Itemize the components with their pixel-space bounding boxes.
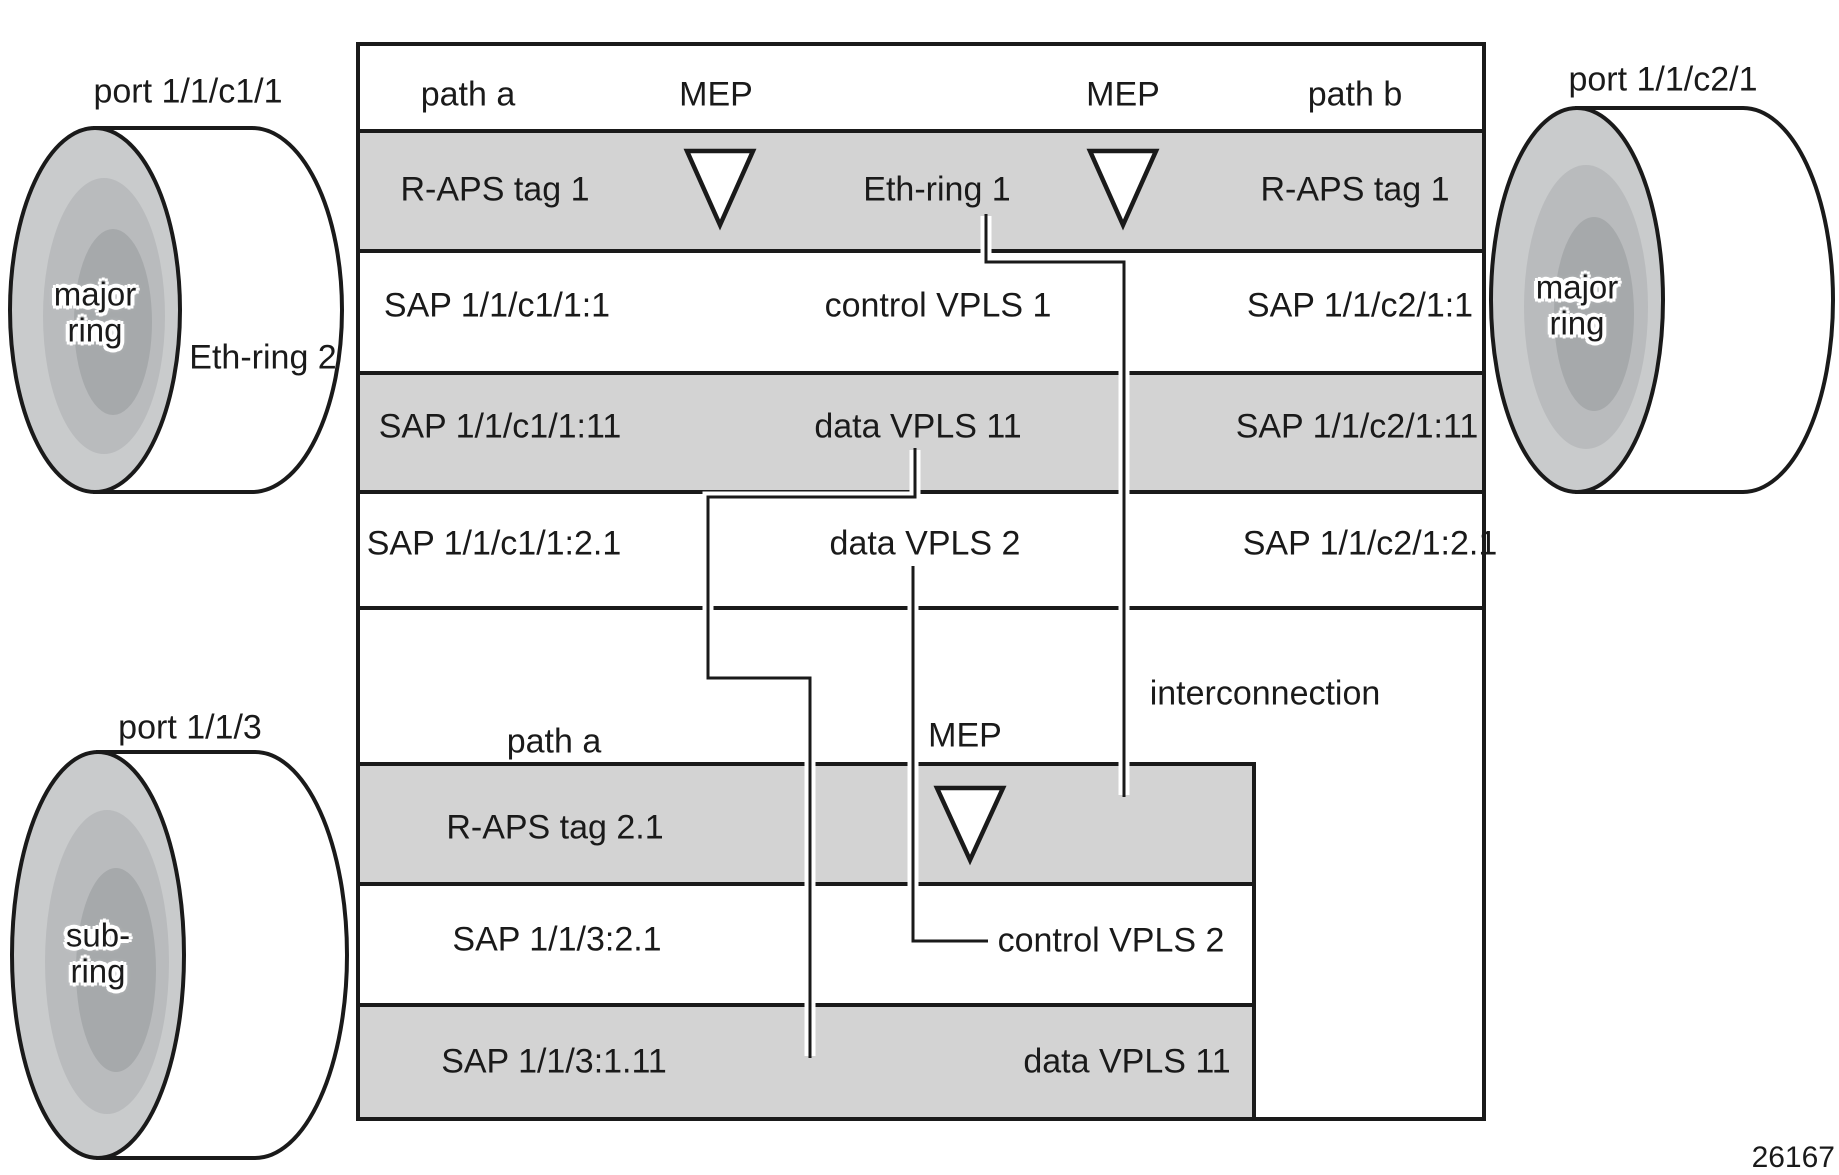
mep-triangle-icon: [683, 148, 757, 231]
raps-tag21-label: R-APS tag 2.1: [446, 808, 664, 847]
raps-tag1-left-label: R-APS tag 1: [400, 170, 590, 209]
control-vpls1-label: control VPLS 1: [824, 286, 1052, 325]
sap-c1-21-label: SAP 1/1/c1/1:2.1: [366, 524, 622, 563]
control-vpls2-label: control VPLS 2: [997, 921, 1225, 960]
major-ring-label-left: major ring: [53, 275, 137, 348]
ethring1-interconnection-wire: [984, 214, 1126, 797]
sub-header-mep: MEP: [928, 716, 1002, 755]
sap-c1-1-label: SAP 1/1/c1/1:1: [383, 286, 611, 325]
sub-header-path-a: path a: [506, 722, 602, 761]
sub-ring-label: sub- ring: [65, 916, 131, 989]
row-divider: [360, 371, 1482, 375]
row-divider: [360, 606, 1482, 610]
port-label-top-left: port 1/1/c1/1: [93, 72, 283, 111]
header-mep-right: MEP: [1086, 75, 1160, 114]
row-divider: [360, 129, 1482, 133]
sap-c2-1-label: SAP 1/1/c2/1:1: [1246, 286, 1474, 325]
data-vpls11-band: [360, 373, 1482, 490]
row-divider: [360, 490, 1482, 494]
sub-block-right-border: [1252, 762, 1256, 1117]
sap-c1-11-label: SAP 1/1/c1/1:11: [378, 407, 622, 446]
sub-ring-cylinder-icon: [10, 750, 349, 1160]
data-vpls2-control-vpls2-wire: [911, 566, 988, 943]
data-vpls11-label: data VPLS 11: [814, 407, 1022, 446]
major-ring-label-right: major ring: [1535, 268, 1619, 341]
sub-data-vpls11-label: data VPLS 11: [1023, 1042, 1231, 1081]
sap-3-111-label: SAP 1/1/3:1.11: [441, 1042, 667, 1081]
major-ring-cylinder-left-icon: [8, 126, 344, 494]
header-path-b: path b: [1307, 75, 1403, 114]
raps-tag1-band: [360, 131, 1482, 249]
header-mep-left: MEP: [679, 75, 753, 114]
interconnection-label: interconnection: [1149, 674, 1381, 713]
eth-ring2-label: Eth-ring 2: [189, 338, 337, 377]
major-ring-cylinder-right-icon: [1489, 106, 1835, 494]
mep-triangle-icon: [933, 785, 1007, 866]
sap-c2-11-label: SAP 1/1/c2/1:11: [1235, 407, 1479, 446]
figure-number: 26167: [1751, 1140, 1835, 1174]
port-label-bottom-left: port 1/1/3: [118, 708, 262, 747]
port-label-top-right: port 1/1/c2/1: [1568, 60, 1758, 99]
sap-3-21-label: SAP 1/1/3:2.1: [452, 920, 662, 959]
sap-c2-21-label: SAP 1/1/c2/1:2.1: [1242, 524, 1498, 563]
eth-ring1-label: Eth-ring 1: [863, 170, 1011, 209]
data-vpls2-label: data VPLS 2: [829, 524, 1021, 563]
raps-tag1-right-label: R-APS tag 1: [1260, 170, 1450, 209]
row-divider: [360, 249, 1482, 253]
header-path-a: path a: [420, 75, 516, 114]
mep-triangle-icon: [1086, 148, 1160, 231]
data-vpls11-wire: [706, 448, 917, 1058]
